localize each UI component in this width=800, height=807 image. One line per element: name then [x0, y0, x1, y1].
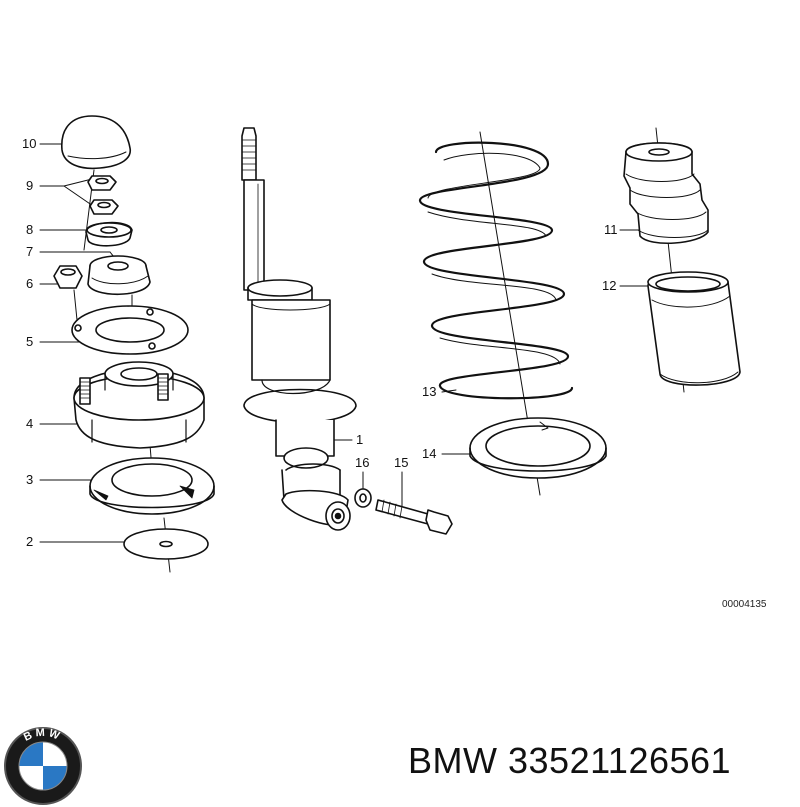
- callout-9: 9: [26, 178, 34, 193]
- brand-part-label: BMW 33521126561: [408, 740, 731, 782]
- callout-6: 6: [26, 276, 34, 291]
- part-10-cap: [61, 115, 131, 170]
- part-15-bolt: [375, 499, 453, 535]
- part-1-shock-absorber: [241, 127, 357, 531]
- callout-3: 3: [26, 472, 34, 487]
- part-6-nut: [53, 265, 83, 289]
- callout-10: 10: [22, 136, 37, 151]
- leader-lines: [39, 143, 649, 543]
- bmw-logo-icon: BMW: [4, 727, 82, 805]
- bmw-logo-text: BMW: [22, 727, 61, 744]
- part-7-bushing: [87, 255, 151, 296]
- callout-15: 15: [394, 455, 409, 470]
- part-number: 33521126561: [508, 740, 732, 781]
- part-5-gasket: [71, 305, 189, 355]
- part-3-spring-seat: [89, 457, 215, 515]
- callout-5: 5: [26, 334, 34, 349]
- part-2-washer: [123, 528, 209, 560]
- part-12-dust-boot: [647, 271, 741, 386]
- callout-2: 2: [26, 534, 34, 549]
- part-8-washer: [85, 221, 133, 247]
- callout-7: 7: [26, 244, 34, 259]
- callout-13: 13: [422, 384, 437, 399]
- brand-name: BMW: [408, 740, 498, 781]
- part-14-spring-pad: [469, 417, 607, 479]
- part-9-nuts: [87, 175, 119, 215]
- svg-text:BMW: BMW: [22, 727, 64, 744]
- callout-14: 14: [422, 446, 437, 461]
- diagram-reference-number: 00004135: [722, 599, 767, 610]
- callout-16: 16: [355, 455, 370, 470]
- part-16-washer: [354, 488, 372, 508]
- callout-4: 4: [26, 416, 34, 431]
- part-4-strut-mount: [73, 361, 205, 449]
- callout-12: 12: [602, 278, 617, 293]
- part-13-coil-spring: [418, 141, 574, 400]
- callout-1: 1: [356, 432, 364, 447]
- callout-11: 11: [604, 222, 618, 237]
- callout-8: 8: [26, 222, 34, 237]
- part-11-bump-stop: [623, 142, 709, 245]
